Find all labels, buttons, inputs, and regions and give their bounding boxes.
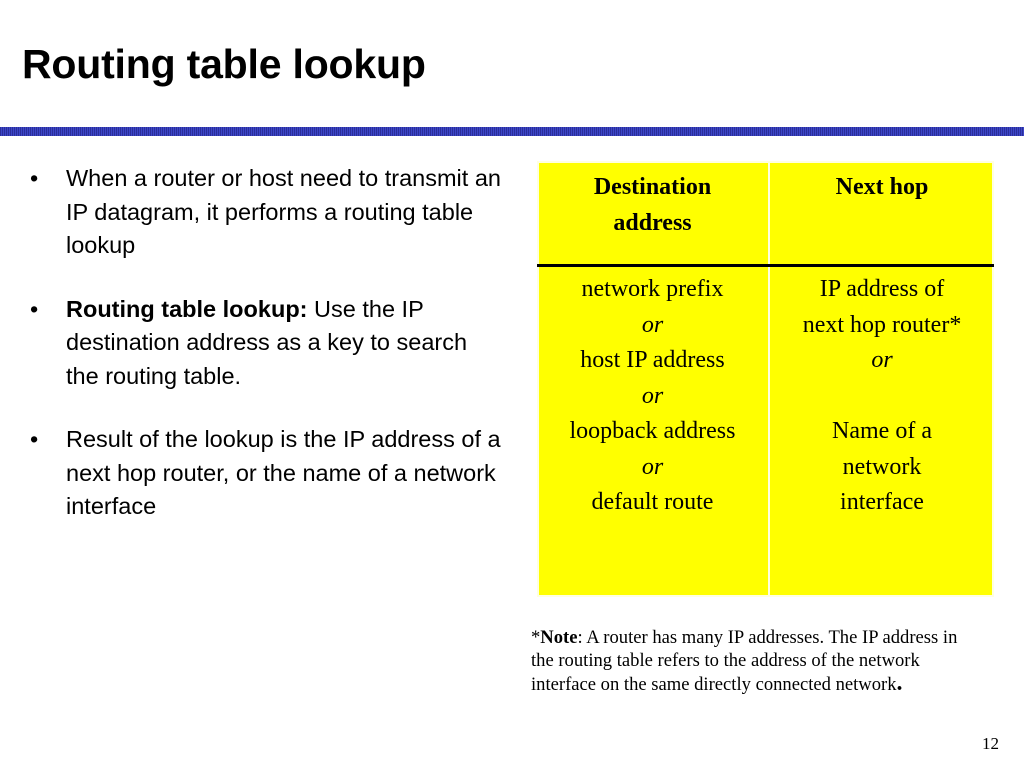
or-separator: or: [641, 382, 664, 409]
bullet-item: • When a router or host need to transmit…: [30, 162, 505, 263]
next-hop-cell: IP address of next hop router* or Name o…: [770, 272, 994, 521]
page-number: 12: [982, 734, 999, 753]
footnote-label: Note: [540, 627, 578, 648]
destination-option: host IP address: [580, 347, 725, 373]
header-next-hop: Next hop: [835, 174, 929, 200]
or-separator: or: [641, 453, 664, 480]
next-hop-option: network: [842, 453, 922, 480]
destination-option: loopback address: [569, 418, 736, 444]
next-hop-option: IP address of: [819, 276, 945, 302]
footnote-text: : A router has many IP addresses. The IP…: [531, 627, 958, 695]
title-divider: [0, 127, 1024, 136]
bullet-text: Use the IP destination address as a key …: [66, 295, 468, 389]
bullet-list: • When a router or host need to transmit…: [30, 162, 505, 554]
table-border-top: [537, 161, 994, 163]
bullet-item: • Routing table lookup: Use the IP desti…: [30, 293, 505, 394]
destination-option: network prefix: [581, 276, 724, 302]
or-separator: or: [641, 311, 664, 338]
header-destination-address: Destination address: [593, 174, 712, 236]
bullet-marker: •: [30, 295, 39, 322]
bullet-text: When a router or host need to transmit a…: [66, 165, 501, 258]
destination-cell: network prefix or host IP address or loo…: [537, 272, 768, 521]
next-hop-option: interface: [840, 489, 924, 515]
destination-option: default route: [591, 489, 714, 515]
footnote: *Note: A router has many IP addresses. T…: [531, 627, 958, 696]
routing-table: Destination address Next hop network pre…: [537, 161, 994, 597]
table-border-bottom: [537, 595, 994, 597]
bullet-item: • Result of the lookup is the IP address…: [30, 423, 505, 524]
table-border-left: [537, 161, 539, 597]
slide-title: Routing table lookup: [22, 41, 426, 87]
bullet-bold-term: Routing table lookup:: [66, 295, 308, 322]
spacer: [770, 379, 994, 415]
table-border-right: [992, 161, 994, 597]
next-hop-option: Name of a: [832, 418, 932, 444]
bullet-text: Result of the lookup is the IP address o…: [66, 426, 501, 519]
or-separator: or: [871, 347, 893, 373]
bullet-marker: •: [30, 165, 39, 191]
bullet-marker: •: [30, 426, 39, 452]
table-header-rule: [537, 264, 994, 267]
table-column-divider: [768, 161, 770, 597]
next-hop-option: next hop router*: [802, 311, 962, 338]
